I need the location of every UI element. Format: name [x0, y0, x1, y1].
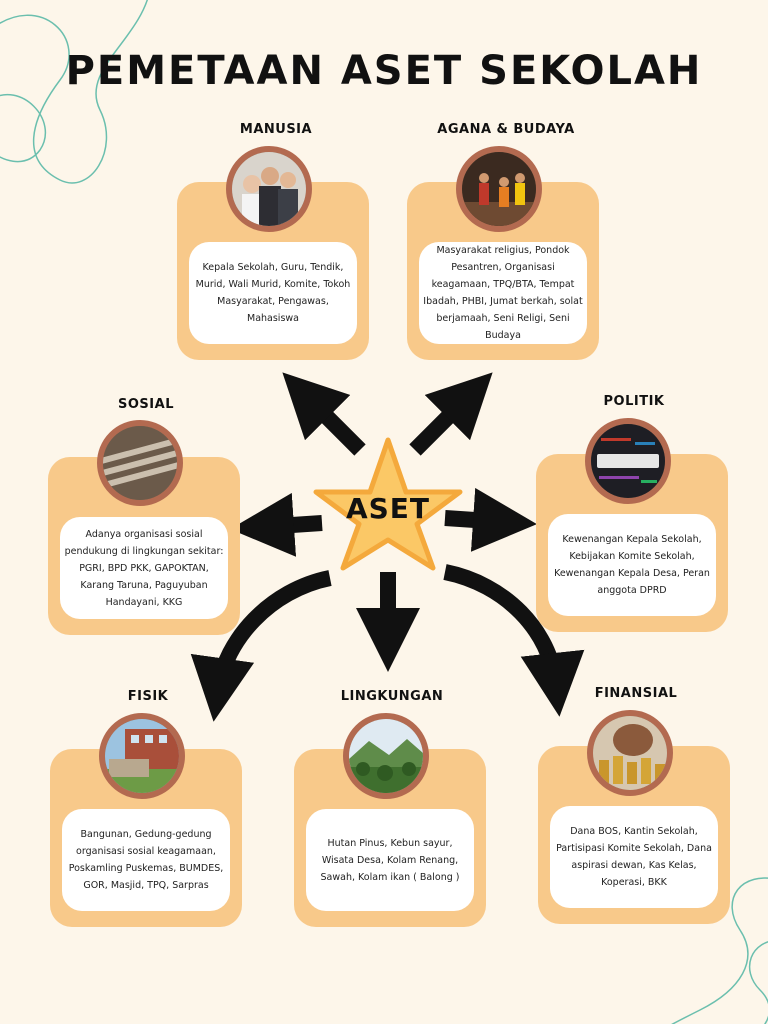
agama-text: Masyarakat religius, Pondok Pesantren, O… [419, 242, 587, 344]
fisik-label: FISIK [127, 689, 169, 704]
arrow-sosial [230, 492, 323, 557]
arrow-agama [409, 372, 493, 456]
center-label: ASET [345, 492, 431, 525]
finansial-text: Dana BOS, Kantin Sekolah, Partisipasi Ko… [550, 806, 718, 908]
politics-photo-icon [585, 418, 671, 504]
arrow-fisik [190, 570, 332, 722]
card-fisik: Bangunan, Gedung-gedung organisasi sosia… [50, 749, 242, 927]
lingkungan-label: LINGKUNGAN [340, 689, 444, 704]
arrow-manusia [282, 372, 366, 456]
politik-label: POLITIK [603, 394, 665, 409]
finansial-label: FINANSIAL [594, 686, 678, 701]
star-icon [313, 437, 463, 571]
arrow-finansial [443, 564, 585, 717]
dance-photo-icon [456, 146, 542, 232]
money-photo-icon [587, 710, 673, 796]
people-photo-icon [226, 146, 312, 232]
fisik-text: Bangunan, Gedung-gedung organisasi sosia… [62, 809, 230, 911]
sosial-text: Adanya organisasi sosial pendukung di li… [60, 517, 228, 619]
manusia-text: Kepala Sekolah, Guru, Tendik, Murid, Wal… [189, 242, 357, 344]
agama-label: AGANA & BUDAYA [437, 122, 575, 137]
nature-photo-icon [343, 713, 429, 799]
sosial-label: SOSIAL [118, 397, 174, 412]
csr-photo-icon [97, 420, 183, 506]
politik-text: Kewenangan Kepala Sekolah, Kebijakan Kom… [548, 514, 716, 616]
school-photo-icon [99, 713, 185, 799]
arrow-politik [444, 487, 537, 552]
lingkungan-text: Hutan Pinus, Kebun sayur, Wisata Desa, K… [306, 809, 474, 911]
page-title: PEMETAAN ASET SEKOLAH [65, 48, 703, 94]
card-finansial: Dana BOS, Kantin Sekolah, Partisipasi Ko… [538, 746, 730, 924]
card-sosial: Adanya organisasi sosial pendukung di li… [48, 457, 240, 635]
manusia-label: MANUSIA [239, 122, 313, 137]
